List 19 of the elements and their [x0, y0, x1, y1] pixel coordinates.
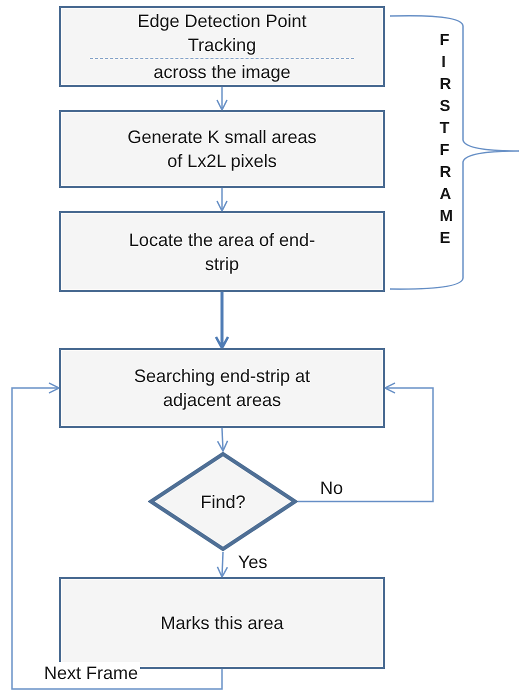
- box-text: Locate the area of end-strip: [128, 228, 316, 276]
- arrow: [298, 382, 434, 502]
- arrow: [11, 382, 223, 690]
- arrow: [216, 552, 228, 578]
- vertical-label: FIRST FRAME: [438, 31, 458, 249]
- box-text: Generate K small areas of Lx2L pixels: [126, 126, 318, 173]
- process-box: [59, 110, 385, 188]
- process-box: [59, 348, 385, 428]
- process-box: [59, 211, 385, 292]
- arrow: [216, 428, 228, 452]
- box-text: across the image: [152, 61, 292, 84]
- decision-diamond: [148, 451, 298, 552]
- process-box: [59, 6, 385, 87]
- box-text: Find?: [199, 490, 247, 514]
- arrow: [214, 292, 230, 350]
- arrow: [216, 188, 228, 212]
- arrow: [216, 87, 228, 111]
- box-text: Marks this area: [159, 612, 285, 635]
- box-text: Searching end-strip at adjacent areas: [132, 365, 312, 412]
